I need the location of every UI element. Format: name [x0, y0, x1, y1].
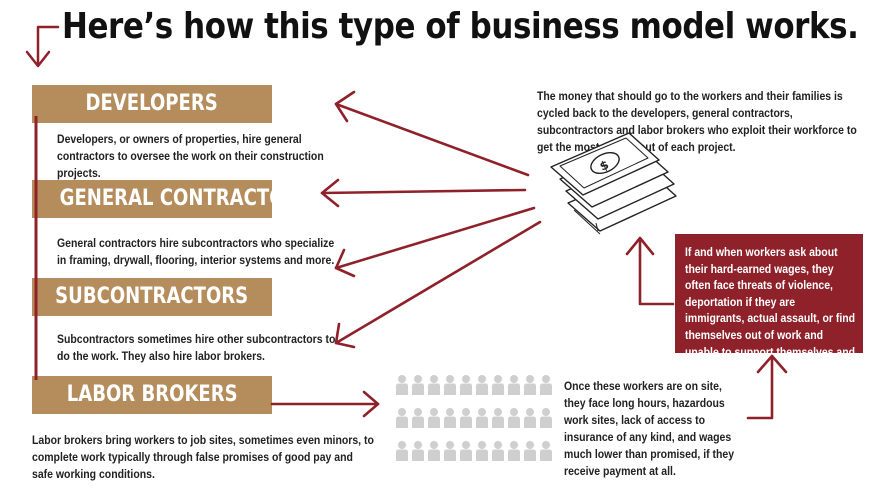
labor-brokers-description: Labor brokers bring workers to job sites… — [32, 433, 374, 481]
person-icon — [540, 408, 552, 428]
subcontractors-box: SUBCONTRACTORS — [32, 278, 272, 316]
person-icon — [444, 408, 456, 428]
person-icon — [444, 441, 456, 461]
person-icon — [508, 408, 520, 428]
arrow-to-subcontractors-icon — [334, 206, 536, 278]
title-corner-arrow-icon — [25, 25, 60, 68]
person-icon — [508, 441, 520, 461]
subcontractors-description: Subcontractors sometimes hire other subc… — [57, 332, 336, 363]
person-icon — [524, 408, 536, 428]
person-icon — [428, 375, 440, 395]
page-title: Here’s how this type of business model w… — [62, 6, 859, 47]
person-icon — [460, 441, 472, 461]
workers-row-3 — [396, 441, 552, 461]
person-icon — [476, 408, 488, 428]
person-icon — [396, 408, 408, 428]
workers-crowd — [396, 375, 552, 461]
threats-callout: If and when workers ask about their hard… — [675, 234, 863, 375]
arrow-to-workers-icon — [270, 390, 380, 418]
person-icon — [492, 375, 504, 395]
person-icon — [412, 441, 424, 461]
person-icon — [396, 441, 408, 461]
workers-conditions-text: Once these workers are on site, they fac… — [564, 379, 735, 478]
developers-description: Developers, or owners of properties, hir… — [57, 132, 324, 180]
person-icon — [444, 375, 456, 395]
person-icon — [428, 408, 440, 428]
arrow-to-labor-brokers-icon — [334, 220, 542, 349]
workers-row-1 — [396, 375, 552, 395]
person-icon — [412, 408, 424, 428]
money-stack-icon: $ — [550, 132, 677, 235]
person-icon — [476, 375, 488, 395]
arrow-callout-to-money-icon — [625, 236, 675, 306]
labor-brokers-label: LABOR BROKERS — [66, 382, 238, 407]
person-icon — [508, 375, 520, 395]
labor-brokers-box: LABOR BROKERS — [32, 376, 272, 414]
general-contractors-box: GENERAL CONTRACTORS — [32, 180, 272, 218]
money-cycle-text: The money that should go to the workers … — [537, 89, 857, 154]
person-icon — [396, 375, 408, 395]
arrow-to-general-contractors-icon — [320, 178, 527, 208]
person-icon — [492, 408, 504, 428]
person-icon — [460, 375, 472, 395]
general-contractors-description: General contractors hire subcontractors … — [57, 236, 335, 267]
arrow-to-developers-icon — [334, 90, 530, 177]
developers-label: DEVELOPERS — [85, 91, 219, 116]
subcontractors-label: SUBCONTRACTORS — [55, 284, 249, 309]
person-icon — [412, 375, 424, 395]
person-icon — [460, 408, 472, 428]
person-icon — [492, 441, 504, 461]
arrow-workers-to-callout-icon — [746, 354, 788, 420]
person-icon — [428, 441, 440, 461]
person-icon — [540, 375, 552, 395]
workers-row-2 — [396, 408, 552, 428]
threats-callout-text: If and when workers ask about their hard… — [685, 245, 856, 376]
developers-box: DEVELOPERS — [32, 85, 272, 123]
general-contractors-label: GENERAL CONTRACTORS — [59, 186, 272, 211]
person-icon — [524, 375, 536, 395]
person-icon — [540, 441, 552, 461]
person-icon — [524, 441, 536, 461]
person-icon — [476, 441, 488, 461]
